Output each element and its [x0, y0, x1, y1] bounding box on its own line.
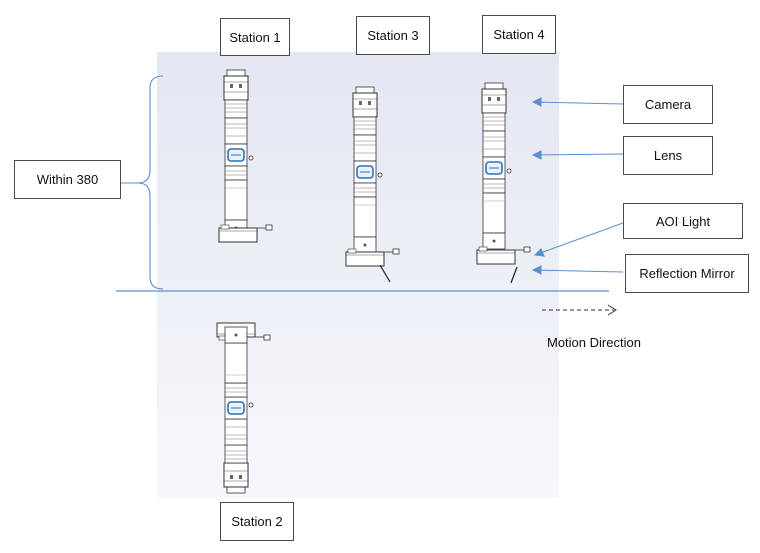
range-brace: [121, 75, 164, 290]
station-2-camera-assembly: [216, 322, 271, 494]
station-3-camera-assembly: [345, 86, 400, 283]
station-2-label: Station 2: [220, 502, 294, 541]
station-4-label: Station 4: [482, 15, 556, 54]
motion-direction-label: Motion Direction: [547, 335, 641, 350]
station-4-camera-assembly: [476, 82, 531, 284]
station-1-label: Station 1: [220, 18, 290, 56]
callout-lines: [531, 97, 624, 275]
camera-callout-label: Camera: [623, 85, 713, 124]
motion-direction-arrow: [542, 304, 617, 316]
reflection-mirror-callout-label: Reflection Mirror: [625, 254, 749, 293]
station-1-camera-assembly: [218, 69, 273, 243]
station-3-label: Station 3: [356, 16, 430, 55]
aoi-light-callout-label: AOI Light: [623, 203, 743, 239]
range-label: Within 380: [14, 160, 121, 199]
lens-callout-label: Lens: [623, 136, 713, 175]
